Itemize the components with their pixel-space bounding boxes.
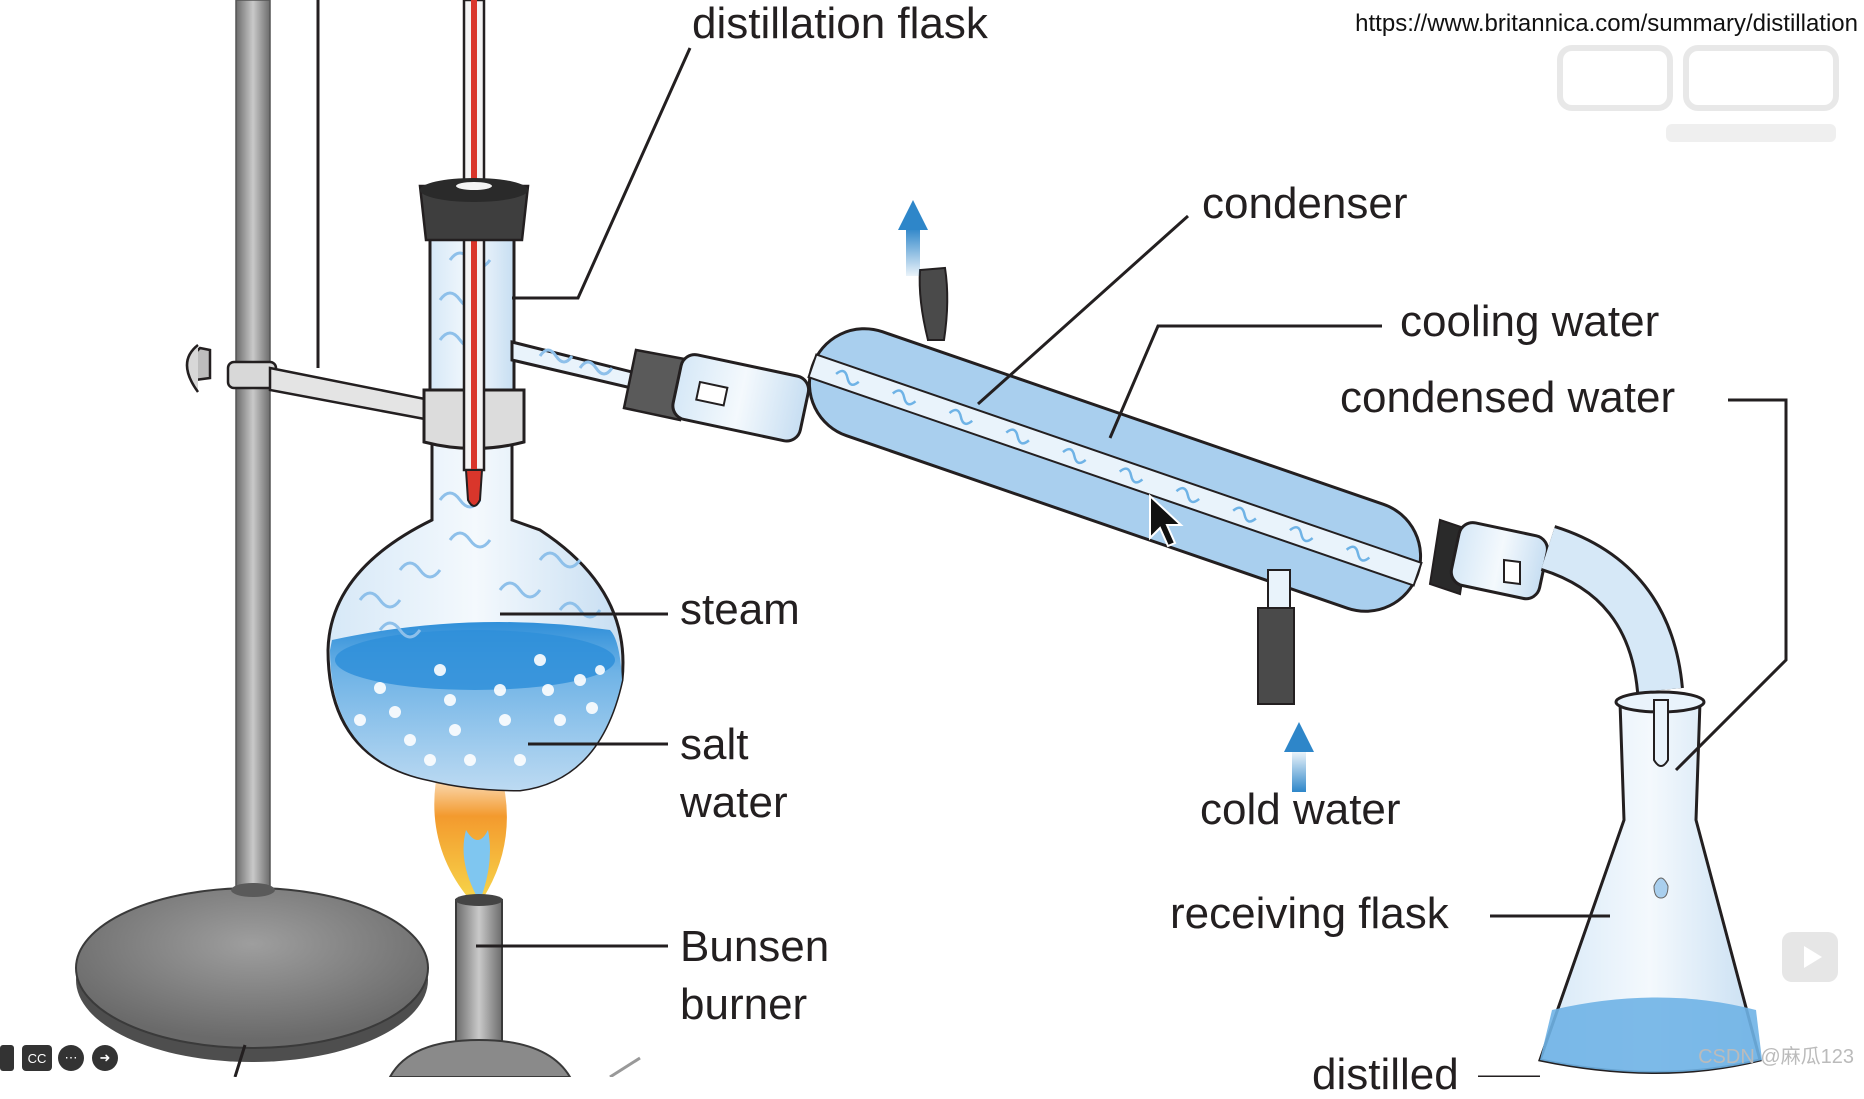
- bilibili-watermark-logo: [1556, 38, 1840, 158]
- clamp-arm: [185, 344, 432, 422]
- source-url[interactable]: https://www.britannica.com/summary/disti…: [1355, 10, 1858, 37]
- leader-condenser: [976, 214, 1190, 406]
- label-salt-water: salt water: [680, 720, 788, 827]
- person-icon[interactable]: [0, 1045, 14, 1071]
- label-bunsen-burner: Bunsen burner: [680, 922, 830, 1029]
- adapter-tube: [1428, 518, 1684, 693]
- leader-cooling-water: [1108, 324, 1382, 439]
- label-distilled: distilled: [1312, 1050, 1459, 1099]
- leader-condensed-water: [1674, 398, 1788, 772]
- rubber-stopper: [418, 178, 530, 242]
- label-receiving-flask: receiving flask: [1170, 889, 1449, 938]
- csdn-watermark: CSDN @麻瓜123: [1698, 1046, 1854, 1068]
- play-icon[interactable]: [1782, 932, 1838, 982]
- more-button[interactable]: ⋯: [58, 1045, 84, 1071]
- stand-base: [75, 887, 429, 1077]
- label-condensed-water: condensed water: [1340, 373, 1676, 422]
- mouse-cursor-icon: [1149, 493, 1184, 548]
- label-cold-water: cold water: [1200, 785, 1401, 834]
- condenser: [807, 266, 1423, 705]
- label-cooling-water: cooling water: [1400, 297, 1660, 346]
- next-button[interactable]: ➜: [92, 1045, 118, 1071]
- leader-lines: [476, 47, 1788, 1077]
- label-steam: steam: [680, 585, 800, 634]
- connector-stopper: [622, 348, 811, 443]
- cold-water-arrow: [1284, 722, 1314, 792]
- steam-out-arrow: [898, 200, 928, 276]
- label-condenser: condenser: [1202, 179, 1408, 228]
- label-distillation-flask: distillation flask: [692, 0, 988, 48]
- leader-distillation-flask: [512, 47, 692, 300]
- receiving-flask: [1538, 690, 1762, 1074]
- burner-flame: [434, 760, 507, 900]
- bunsen-burner: [388, 894, 641, 1077]
- stand-rod: [231, 0, 275, 897]
- cc-button[interactable]: CC: [22, 1045, 52, 1071]
- liquid-bubbles: [354, 654, 605, 766]
- thermometer: [462, 0, 486, 507]
- distillation-diagram: [75, 0, 1788, 1077]
- player-controls: CC ⋯ ➜: [0, 1037, 130, 1077]
